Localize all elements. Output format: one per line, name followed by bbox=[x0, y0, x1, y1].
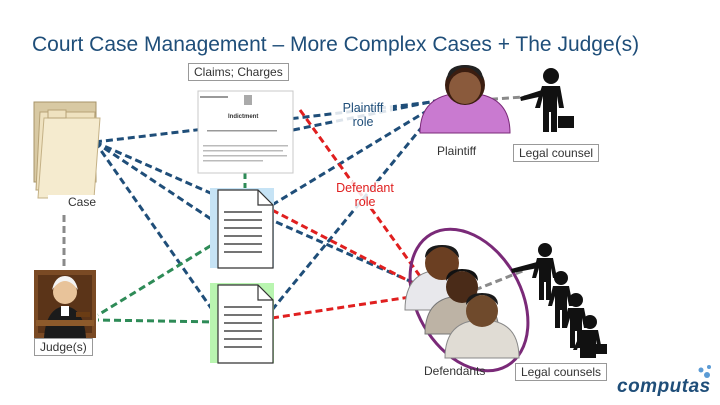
legal-counsel-icon bbox=[520, 68, 574, 132]
plaintiff-role-line1: Plaintiff bbox=[333, 101, 393, 115]
claims-label: Claims; Charges bbox=[188, 63, 289, 81]
case-label: Case bbox=[48, 195, 116, 209]
defendant-role-label: Defendant role bbox=[329, 181, 401, 209]
green-document-icon bbox=[210, 283, 274, 363]
judge-icon bbox=[34, 270, 96, 338]
link-doc2-judge bbox=[98, 320, 220, 322]
plaintiff-role-line2: role bbox=[333, 115, 393, 129]
claims-document-image bbox=[198, 91, 293, 173]
document-heading: Indictment bbox=[228, 114, 258, 120]
plaintiff-label: Plaintiff bbox=[437, 144, 476, 158]
defendant-role-line2: role bbox=[329, 195, 401, 209]
case-folder-icon bbox=[34, 102, 100, 198]
blue-document-icon bbox=[210, 188, 274, 268]
defendants-label: Defendants bbox=[424, 364, 485, 378]
link-doc1-judge bbox=[98, 240, 220, 315]
computas-logo: computas bbox=[617, 376, 711, 398]
slide-title: Court Case Management – More Complex Cas… bbox=[32, 33, 639, 57]
legal-counsels-label: Legal counsels bbox=[515, 363, 607, 381]
defendant-role-line1: Defendant bbox=[329, 181, 401, 195]
plaintiff-role-label: Plaintiff role bbox=[333, 101, 393, 129]
legal-counsel-label: Legal counsel bbox=[513, 144, 599, 162]
defendants-icon bbox=[405, 245, 519, 358]
judge-label: Judge(s) bbox=[34, 338, 93, 356]
